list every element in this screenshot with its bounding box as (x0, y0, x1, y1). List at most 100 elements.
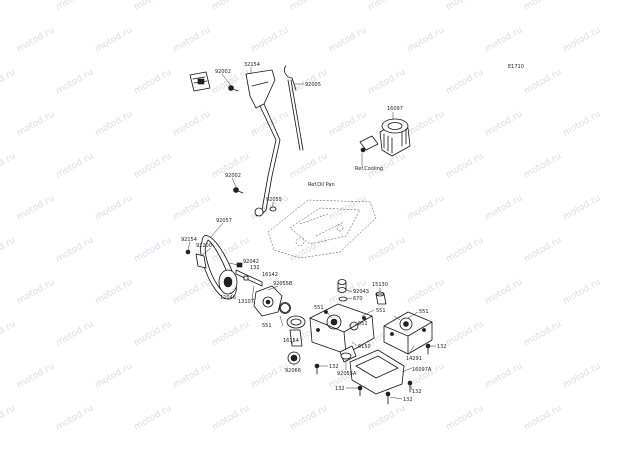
watermark-text: motod.ru (133, 403, 174, 432)
sprocket-12046[interactable] (218, 269, 238, 295)
watermark-text: motod.ru (484, 109, 525, 138)
bolt-132-5[interactable] (357, 385, 363, 397)
callout-92055[interactable]: 92055 (266, 197, 282, 203)
callout-132-d[interactable]: 132 (335, 386, 345, 392)
ring-670[interactable] (338, 296, 348, 302)
callout-551-b[interactable]: 551 (376, 308, 386, 314)
watermark-text: motod.ru (523, 403, 564, 432)
watermark-text: motod.ru (406, 109, 447, 138)
watermark-text: motod.ru (16, 25, 57, 54)
bearing-92066[interactable] (287, 351, 301, 365)
callout-551-d[interactable]: 551 (262, 323, 272, 329)
watermark-text: motod.ru (55, 67, 96, 96)
dipstick-rod[interactable] (284, 65, 304, 151)
relief-valve-15130[interactable] (375, 291, 387, 305)
callout-551-c[interactable]: 551 (419, 309, 429, 315)
callout-32154[interactable]: 32154 (244, 62, 260, 68)
callout-132-c[interactable]: 132 (329, 364, 339, 370)
watermark-text: motod.ru (562, 361, 603, 390)
callout-92043[interactable]: 92043 (353, 289, 369, 295)
gauge-bracket-32154[interactable] (189, 71, 211, 92)
callout-132-e[interactable]: 132 (403, 397, 413, 403)
bolt-132-1[interactable] (314, 363, 320, 375)
callout-16154[interactable]: 16154 (283, 338, 299, 344)
callout-15130[interactable]: 15130 (372, 282, 388, 288)
callout-ref-cooling[interactable]: Ref.Cooling (355, 166, 383, 172)
callout-13107[interactable]: 13107 (238, 299, 254, 305)
watermark-text: motod.ru (523, 67, 564, 96)
callout-16142[interactable]: 16142 (262, 272, 278, 278)
callout-92042[interactable]: 92042 (243, 259, 259, 265)
callout-132-b[interactable]: 132 (437, 344, 447, 350)
watermark-text: motod.ru (172, 193, 213, 222)
callout-551-e[interactable]: 551 (358, 321, 368, 327)
watermark-text: motod.ru (523, 151, 564, 180)
watermark-text: motod.ru (406, 193, 447, 222)
watermark-text: motod.ru (172, 25, 213, 54)
callout-92005[interactable]: 92005 (305, 82, 321, 88)
collar-92043[interactable] (337, 279, 347, 293)
watermark-text: motod.ru (562, 193, 603, 222)
watermark-text: motod.ru (484, 361, 525, 390)
pump-housing-14291[interactable] (383, 311, 433, 355)
watermark-text: motod.ru (406, 25, 447, 54)
callout-670[interactable]: 670 (353, 296, 363, 302)
callout-92002-mid[interactable]: 92002 (225, 173, 241, 179)
watermark-text: motod.ru (0, 0, 17, 13)
callout-92002-top[interactable]: 92002 (215, 69, 231, 75)
diagram-code: E1710 (508, 64, 524, 70)
callout-16097[interactable]: 16097 (387, 106, 403, 112)
watermark-text: motod.ru (367, 403, 408, 432)
oil-strainer-16097A[interactable] (339, 345, 405, 395)
bolt-132-2[interactable] (385, 391, 391, 405)
watermark-text: motod.ru (211, 319, 252, 348)
o-ring-92055B[interactable] (279, 302, 291, 314)
bolt-132-3[interactable] (407, 380, 413, 393)
dipstick-tube[interactable] (245, 69, 281, 217)
bolt-92002-top[interactable] (228, 85, 239, 92)
watermark-text: motod.ru (16, 193, 57, 222)
callout-92200[interactable]: 92200 (196, 243, 212, 249)
callout-6150[interactable]: 6150 (358, 344, 371, 350)
watermark-text: motod.ru (562, 109, 603, 138)
watermark-text: motod.ru (16, 361, 57, 390)
callout-ref-oil-pan[interactable]: Ref.Oil Pan (308, 182, 335, 188)
watermark-text: motod.ru (0, 319, 17, 348)
o-ring-92055[interactable] (269, 206, 277, 212)
watermark-text: motod.ru (484, 25, 525, 54)
pump-cover-16142[interactable] (253, 285, 283, 317)
watermark-text: motod.ru (250, 361, 291, 390)
callout-92066[interactable]: 92066 (285, 368, 301, 374)
watermark-text: motod.ru (94, 277, 135, 306)
watermark-text: motod.ru (16, 277, 57, 306)
shaft-13107[interactable] (235, 262, 263, 287)
watermark-text: motod.ru (0, 151, 17, 180)
watermark-text: motod.ru (445, 151, 486, 180)
watermark-text: motod.ru (55, 151, 96, 180)
watermark-text: motod.ru (328, 25, 369, 54)
callout-16097A[interactable]: 16097A (412, 367, 432, 373)
callout-14291[interactable]: 14291 (406, 356, 422, 362)
watermark-text: motod.ru (211, 403, 252, 432)
callout-92055B[interactable]: 92055B (273, 281, 293, 287)
watermark-text: motod.ru (445, 67, 486, 96)
callout-132-f[interactable]: 132 (412, 389, 422, 395)
watermark-text: motod.ru (172, 361, 213, 390)
oil-filter-16097[interactable] (359, 118, 411, 157)
bolt-92002-mid[interactable] (233, 187, 244, 194)
callout-132-a[interactable]: 132 (250, 265, 260, 271)
bolt-132-4[interactable] (425, 343, 431, 355)
watermark-text: motod.ru (445, 235, 486, 264)
callout-12046[interactable]: 12046 (220, 295, 236, 301)
oil-pump-body[interactable] (309, 303, 375, 355)
watermark-text: motod.ru (445, 319, 486, 348)
watermark-text: motod.ru (328, 193, 369, 222)
watermark-text: motod.ru (367, 235, 408, 264)
watermark-text: motod.ru (328, 109, 369, 138)
chain-guide-92200[interactable] (185, 249, 207, 269)
callout-92057[interactable]: 92057 (216, 218, 232, 224)
callout-551-a[interactable]: 551 (314, 305, 324, 311)
callout-92154[interactable]: 92154 (181, 237, 197, 243)
callout-92055A[interactable]: 92055A (337, 371, 357, 377)
